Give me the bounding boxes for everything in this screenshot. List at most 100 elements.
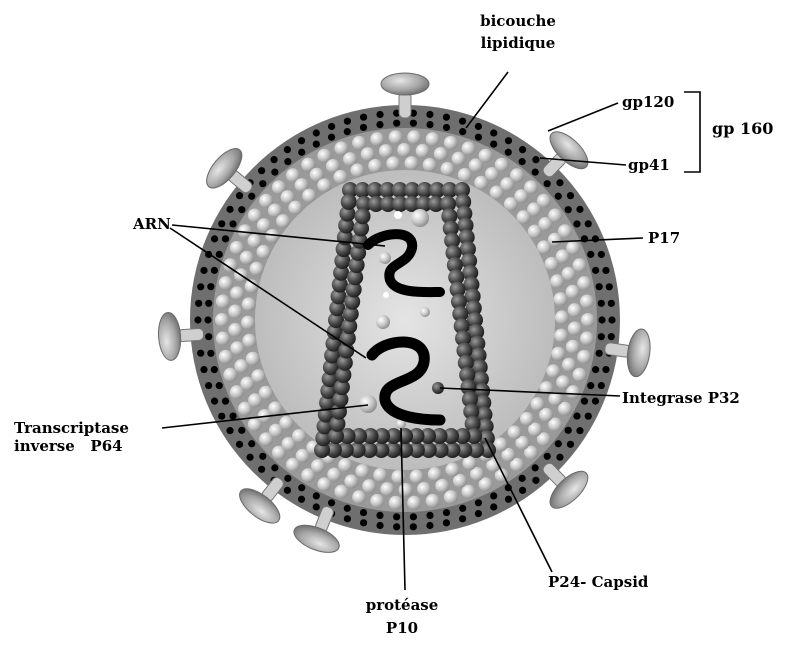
- transcriptase-label-line1: Transcriptase: [14, 419, 129, 437]
- matrix-bead: [555, 310, 569, 324]
- matrix-bead: [462, 141, 476, 155]
- lipid-dot: [248, 440, 255, 447]
- lipid-dot: [519, 146, 526, 153]
- lipid-dot: [205, 382, 212, 389]
- arn-label: ARN: [133, 215, 171, 233]
- lipid-dot: [459, 118, 466, 125]
- matrix-bead: [268, 401, 282, 415]
- lipid-dot: [393, 513, 400, 520]
- lipid-dot: [587, 382, 594, 389]
- lipid-dot: [376, 121, 383, 128]
- lipid-dot: [592, 235, 599, 242]
- matrix-bead: [368, 159, 382, 173]
- lipid-dot: [298, 149, 305, 156]
- matrix-bead: [292, 429, 306, 443]
- lipid-dot: [216, 382, 223, 389]
- lipid-dot: [393, 120, 400, 127]
- matrix-bead: [247, 234, 261, 248]
- lipid-dot: [360, 519, 367, 526]
- matrix-bead: [531, 397, 545, 411]
- lipid-dot: [376, 522, 383, 529]
- matrix-bead: [389, 130, 403, 144]
- lipid-dot: [556, 179, 563, 186]
- lipid-dot: [598, 300, 605, 307]
- lipid-dot: [426, 121, 433, 128]
- lipid-dot: [585, 413, 592, 420]
- lipid-dot: [218, 220, 225, 227]
- lipid-dot: [200, 366, 207, 373]
- matrix-bead: [216, 332, 230, 346]
- matrix-bead: [242, 297, 256, 311]
- lipid-dot: [229, 220, 236, 227]
- gp120-label: gp120: [622, 93, 674, 111]
- matrix-bead: [550, 274, 564, 288]
- matrix-bead: [311, 459, 325, 473]
- matrix-bead: [517, 210, 531, 224]
- matrix-bead: [370, 132, 384, 146]
- matrix-bead: [399, 483, 413, 497]
- lipid-dot: [490, 129, 497, 136]
- lipid-dot: [565, 427, 572, 434]
- matrix-bead: [573, 258, 587, 272]
- matrix-bead: [474, 176, 488, 190]
- lipid-dot: [270, 156, 277, 163]
- lipid-dot: [229, 412, 236, 419]
- matrix-bead: [546, 364, 560, 378]
- matrix-bead: [279, 416, 293, 430]
- matrix-bead: [407, 496, 421, 510]
- lipid-dot: [544, 453, 551, 460]
- lipid-dot: [197, 350, 204, 357]
- gp120-cap: [381, 73, 429, 95]
- matrix-bead: [441, 162, 455, 176]
- protease-label-line1: protéase: [352, 596, 452, 614]
- lipid-dot: [222, 398, 229, 405]
- lipid-dot: [328, 499, 335, 506]
- matrix-bead: [327, 468, 341, 482]
- lipid-dot: [475, 123, 482, 130]
- matrix-bead: [426, 132, 440, 146]
- lipid-dot: [313, 503, 320, 510]
- lipid-dot: [475, 510, 482, 517]
- matrix-bead: [423, 158, 437, 172]
- matrix-bead: [568, 303, 582, 317]
- matrix-bead: [407, 130, 421, 144]
- lipid-dot: [200, 267, 207, 274]
- lipid-dot: [532, 477, 539, 484]
- matrix-bead: [230, 241, 244, 255]
- lipid-dot: [236, 192, 243, 199]
- matrix-bead: [485, 167, 499, 181]
- gp120-leader: [548, 103, 618, 131]
- matrix-bead: [228, 323, 242, 337]
- lipid-dot: [259, 180, 266, 187]
- lipid-dot: [608, 316, 615, 323]
- lipid-dot: [608, 300, 615, 307]
- lipid-dot: [490, 492, 497, 499]
- matrix-bead: [452, 152, 466, 166]
- matrix-bead: [355, 464, 369, 478]
- lipid-dot: [226, 206, 233, 213]
- lipid-dot: [573, 412, 580, 419]
- matrix-bead: [216, 294, 230, 308]
- matrix-bead: [573, 368, 587, 382]
- lipid-dot: [443, 519, 450, 526]
- lipid-dot: [284, 146, 291, 153]
- matrix-bead: [241, 316, 255, 330]
- matrix-bead: [444, 490, 458, 504]
- lipid-dot: [532, 464, 539, 471]
- gp160-label: gp 160: [712, 120, 773, 138]
- lipid-dot: [248, 193, 255, 200]
- protease-label: protéase P10: [352, 596, 452, 637]
- matrix-bead: [566, 385, 580, 399]
- inner-particle: [383, 292, 389, 298]
- matrix-bead: [405, 156, 419, 170]
- lipid-dot: [376, 111, 383, 118]
- matrix-bead: [370, 494, 384, 508]
- matrix-bead: [545, 257, 559, 271]
- lipid-dot: [360, 124, 367, 131]
- lipid-dot: [519, 158, 526, 165]
- gp120-cap: [624, 328, 652, 379]
- protease-label-line2: P10: [352, 619, 452, 637]
- lipid-dot: [298, 484, 305, 491]
- lipid-dot: [360, 509, 367, 516]
- lipid-dot: [592, 366, 599, 373]
